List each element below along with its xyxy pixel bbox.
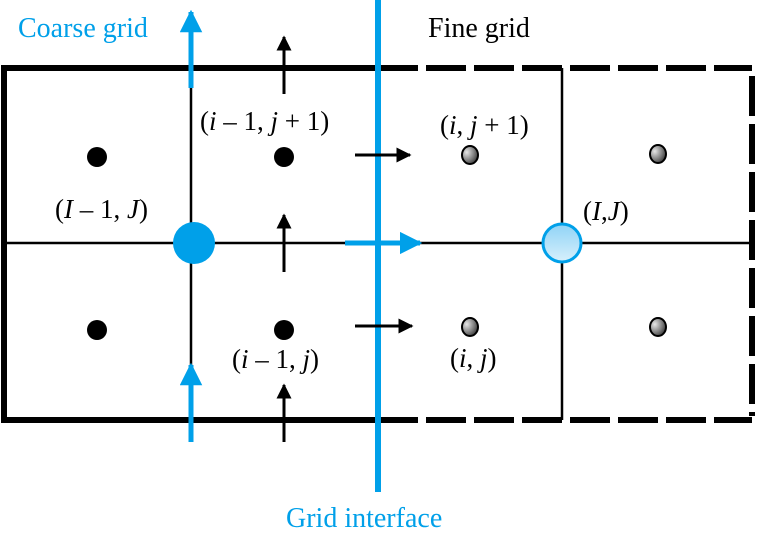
fine-cell-bottom-label: (i, j): [450, 343, 497, 373]
coarse-cell-top-label: (i – 1, j + 1): [200, 106, 329, 136]
grid-interface-label: Grid interface: [286, 503, 442, 534]
fine-cell-center-icon: [461, 317, 479, 337]
coarse-cell-center-icon: [274, 147, 294, 167]
coarse-grid-label: Coarse grid: [18, 13, 148, 44]
fine-grid-outline: [378, 65, 755, 423]
coarse-cell-center-icon: [87, 320, 107, 340]
fine-cell-center-icon: [461, 145, 479, 165]
coarse-cell-center-icon: [87, 147, 107, 167]
fine-corner-label: (I,J): [583, 196, 629, 226]
coarse-cell-bottom-label: (i – 1, j): [232, 344, 319, 374]
fine-grid-label: Fine grid: [428, 13, 530, 44]
fine-corner-node-icon: [541, 222, 583, 264]
fine-cell-top-label: (i, j + 1): [440, 110, 529, 140]
coarse-corner-node-icon: [173, 222, 215, 264]
fine-cell-center-icon: [649, 144, 667, 164]
fine-cell-center-icon: [649, 317, 667, 337]
coarse-corner-label: (I – 1, J): [55, 194, 148, 224]
coarse-cell-center-icon: [274, 320, 294, 340]
